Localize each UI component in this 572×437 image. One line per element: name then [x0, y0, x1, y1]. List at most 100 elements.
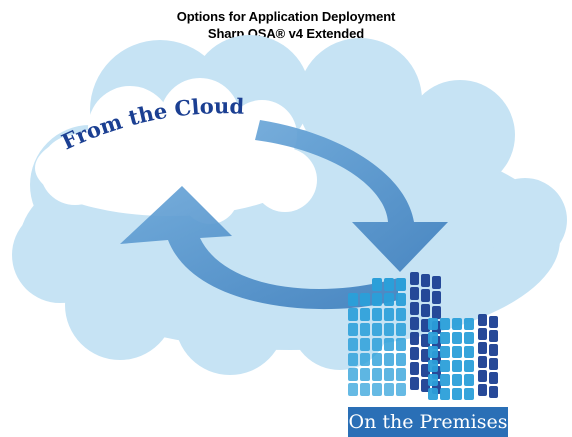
building-tile: [421, 304, 430, 317]
building-tile: [440, 374, 450, 386]
building-tile: [410, 287, 419, 300]
building-tile: [372, 278, 382, 291]
building-tile: [452, 318, 462, 330]
building-tile: [372, 338, 382, 351]
building-tile: [348, 308, 358, 321]
building-tile: [410, 317, 419, 330]
building-tile: [478, 370, 487, 382]
building-tile: [421, 289, 430, 302]
building-tile: [396, 278, 406, 291]
building-tile: [489, 386, 498, 398]
building-tile: [410, 347, 419, 360]
building-tile: [421, 334, 430, 347]
building-tile: [489, 344, 498, 356]
building-tile: [440, 346, 450, 358]
building-tile: [384, 293, 394, 306]
inner-cloud: [35, 78, 317, 224]
premises-label-background: [348, 407, 508, 437]
building-tile: [452, 374, 462, 386]
building-tile: [440, 318, 450, 330]
building-tile: [410, 272, 419, 285]
building-tile: [421, 364, 430, 377]
building-tile: [360, 368, 370, 381]
building-tile: [396, 338, 406, 351]
building-tile: [432, 276, 441, 289]
building-tile: [410, 302, 419, 315]
building-tile: [384, 338, 394, 351]
arrow-to-cloud-icon: [120, 186, 398, 310]
building-tile: [396, 293, 406, 306]
building-tile: [360, 383, 370, 396]
building-tile: [348, 338, 358, 351]
building-tile: [360, 338, 370, 351]
building-tile: [396, 308, 406, 321]
building-tile: [360, 353, 370, 366]
building-tile: [348, 323, 358, 336]
building-tile: [360, 293, 370, 306]
building-tile: [428, 360, 438, 372]
building-tile: [464, 388, 474, 400]
building-tile: [478, 342, 487, 354]
building-tile: [410, 362, 419, 375]
building-tile: [428, 318, 438, 330]
building-tile: [452, 388, 462, 400]
building-tile: [452, 332, 462, 344]
building-tile: [432, 291, 441, 304]
building-tile: [464, 346, 474, 358]
building-tile: [489, 358, 498, 370]
building-tile: [432, 306, 441, 319]
building-tile: [410, 332, 419, 345]
building-tile: [396, 323, 406, 336]
building-tile: [348, 353, 358, 366]
building-tile: [464, 360, 474, 372]
building-tile: [348, 383, 358, 396]
on-the-premises-label: On the Premises: [349, 411, 508, 433]
arrow-to-premises-icon: [255, 120, 448, 272]
building-tile: [421, 349, 430, 362]
building-tile: [428, 346, 438, 358]
building-tile: [372, 383, 382, 396]
building-tile: [384, 323, 394, 336]
building-tile: [360, 323, 370, 336]
building-tile: [421, 379, 430, 392]
building-tile: [384, 383, 394, 396]
building-tile: [372, 308, 382, 321]
building-tile: [384, 368, 394, 381]
building-tile: [396, 353, 406, 366]
building-tile: [489, 316, 498, 328]
building-tile: [348, 293, 358, 306]
building-tile: [478, 314, 487, 326]
building-tile: [396, 368, 406, 381]
building-tile: [428, 332, 438, 344]
building-tile: [452, 346, 462, 358]
building-tile: [372, 323, 382, 336]
building-tile: [360, 308, 370, 321]
building-tile: [478, 384, 487, 396]
building-tile: [384, 308, 394, 321]
building-tile: [478, 356, 487, 368]
premises-buildings: [348, 272, 498, 400]
diagram-title-line1: Options for Application Deployment: [176, 9, 396, 24]
building-tile: [452, 360, 462, 372]
building-tile: [372, 293, 382, 306]
building-tile: [348, 368, 358, 381]
building-tile: [421, 319, 430, 332]
building-tile: [384, 353, 394, 366]
building-tile: [428, 374, 438, 386]
building-tile: [372, 368, 382, 381]
building-tile: [372, 353, 382, 366]
building-tile: [489, 330, 498, 342]
building-tile: [428, 388, 438, 400]
building-tile: [440, 332, 450, 344]
building-tile: [464, 332, 474, 344]
building-tile: [464, 374, 474, 386]
building-tile: [464, 318, 474, 330]
building-tile: [396, 383, 406, 396]
building-tile: [384, 278, 394, 291]
building-tile: [440, 388, 450, 400]
building-tile: [489, 372, 498, 384]
building-tile: [421, 274, 430, 287]
building-tile: [478, 328, 487, 340]
building-tile: [410, 377, 419, 390]
